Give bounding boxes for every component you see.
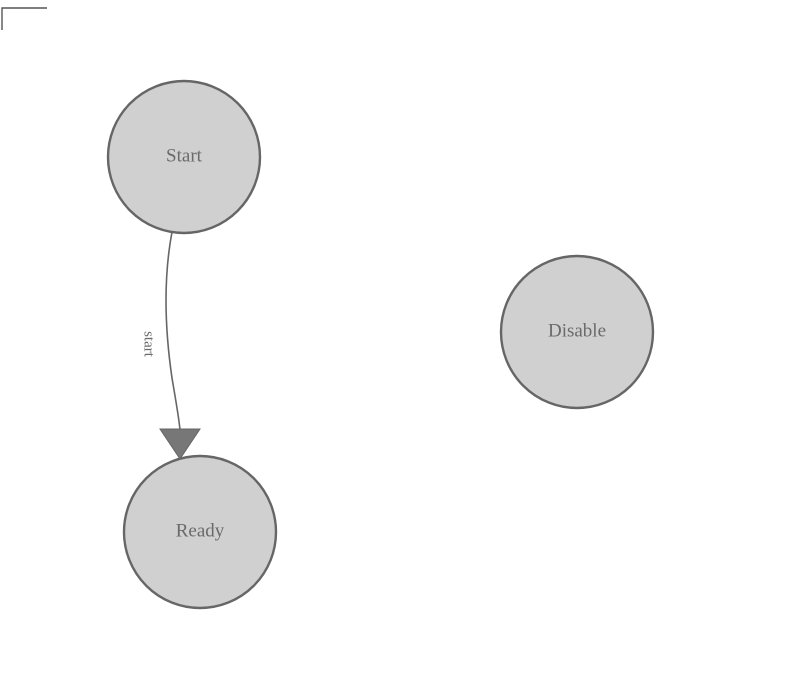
node-disable-circle[interactable] xyxy=(499,254,655,410)
node-start[interactable]: Start xyxy=(106,79,262,235)
edge-label-start: start xyxy=(141,331,157,358)
crop-mark-top-left xyxy=(1,7,47,30)
edge-path xyxy=(165,231,181,431)
node-start-circle[interactable] xyxy=(106,79,262,235)
node-ready-label: Ready xyxy=(176,520,225,541)
edge-start-to-ready[interactable]: start xyxy=(141,231,201,460)
node-ready[interactable]: Ready xyxy=(122,454,278,610)
node-disable[interactable]: Disable xyxy=(499,254,655,410)
arrowhead-icon xyxy=(159,428,201,460)
node-start-label: Start xyxy=(166,145,203,166)
edge-label-group: start xyxy=(141,331,157,358)
node-ready-circle[interactable] xyxy=(122,454,278,610)
node-disable-label: Disable xyxy=(548,320,606,341)
